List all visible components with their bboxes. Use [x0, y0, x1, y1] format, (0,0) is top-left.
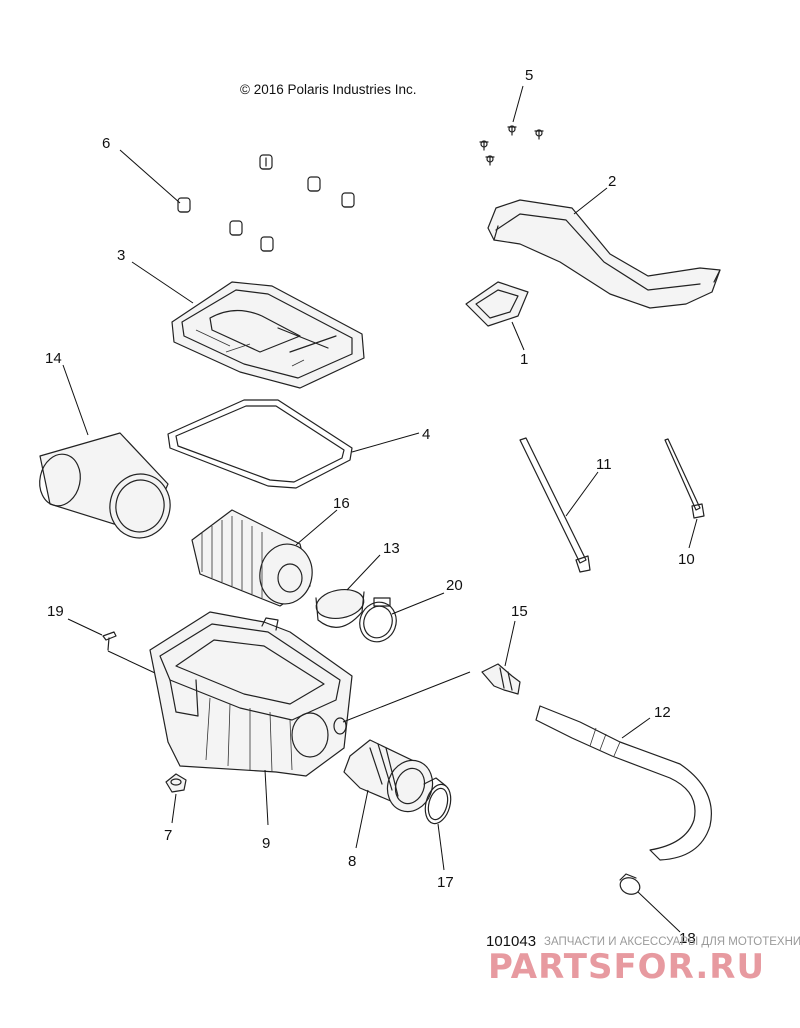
filter-sleeve-14: [39, 432, 171, 539]
leader-7: [171, 793, 177, 824]
callout-18: 18: [679, 930, 696, 947]
callout-16: 16: [333, 495, 350, 512]
leader-6: [119, 149, 181, 204]
leader-19: [67, 618, 103, 636]
gasket-1: [465, 281, 529, 327]
callout-2: 2: [608, 173, 616, 190]
leader-5: [512, 85, 524, 123]
callout-19: 19: [47, 603, 64, 620]
leader-1: [511, 321, 525, 351]
leader-9: [264, 769, 269, 826]
leader-15: [504, 620, 516, 667]
clamp-20: [359, 597, 397, 643]
callout-9: 9: [262, 835, 270, 852]
fitting-15: [481, 663, 521, 695]
grommet-7: [165, 773, 187, 793]
callout-5: 5: [525, 67, 533, 84]
clips-6: [177, 154, 355, 252]
leader-14: [62, 364, 89, 436]
callout-13: 13: [383, 540, 400, 557]
callout-7: 7: [164, 827, 172, 844]
strap-10: [664, 438, 705, 519]
hose-12: [535, 705, 712, 861]
callout-1: 1: [520, 351, 528, 368]
drawing-number: 101043: [486, 933, 536, 950]
leader-8: [355, 789, 369, 849]
leader-11: [565, 471, 599, 517]
callout-15: 15: [511, 603, 528, 620]
callout-6: 6: [102, 135, 110, 152]
leader-20: [391, 592, 445, 615]
callout-12: 12: [654, 704, 671, 721]
clamp-18: [619, 873, 641, 895]
watermark-tagline: ЗАПЧАСТИ И АКСЕССУАРЫ ДЛЯ МОТОТЕХНИКИ: [544, 936, 800, 948]
callout-3: 3: [117, 247, 125, 264]
leader-18: [637, 891, 681, 933]
leader-3: [131, 261, 194, 304]
screw-19: [102, 631, 117, 651]
leader-4: [351, 432, 420, 453]
leader-9b: [342, 671, 471, 723]
callout-11: 11: [596, 456, 612, 473]
clamp-17: [423, 777, 452, 825]
seal-4: [167, 399, 353, 489]
airbox-cover-3: [171, 281, 365, 389]
callout-4: 4: [422, 426, 430, 443]
callout-10: 10: [678, 551, 695, 568]
intake-boot-8: [343, 739, 434, 813]
leader-13: [346, 554, 381, 591]
copyright-text: © 2016 Polaris Industries Inc.: [240, 82, 417, 97]
callout-14: 14: [45, 350, 62, 367]
callout-8: 8: [348, 853, 356, 870]
leader-16: [295, 509, 338, 546]
leader-10: [688, 518, 698, 549]
watermark-logo: PARTSFOR.RU: [488, 947, 765, 987]
screws-5: [479, 125, 544, 166]
coupler-13: [315, 588, 365, 628]
callout-17: 17: [437, 874, 454, 891]
airbox-housing-9: [149, 611, 353, 777]
strap-11: [519, 437, 591, 573]
callout-20: 20: [446, 577, 463, 594]
leader-17: [437, 823, 445, 871]
filter-element-16: [191, 509, 313, 607]
leader-12: [621, 717, 651, 739]
leader-2: [573, 187, 608, 215]
intake-duct-2: [487, 199, 721, 309]
